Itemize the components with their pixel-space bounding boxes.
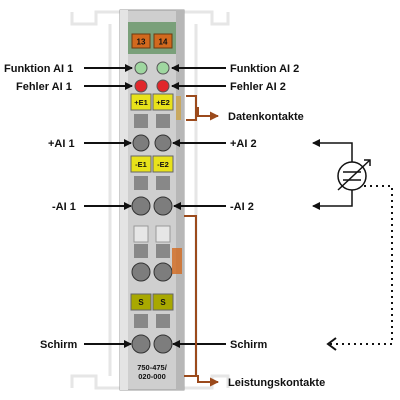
shield-wiring <box>326 185 393 351</box>
right-arrows <box>171 64 226 348</box>
sensor-icon-slash <box>337 159 371 191</box>
label-minus-e1-box <box>130 155 152 173</box>
terminal-module: 13 14 +E1 +E2 -E1 -E2 <box>119 9 185 391</box>
clamp-plus-ai1 <box>132 134 150 152</box>
data-contact-strip <box>176 96 181 120</box>
label-plus-e1: +E1 <box>134 98 148 107</box>
label-plus-e2: +E2 <box>156 98 170 107</box>
terminal-14-box <box>153 33 173 49</box>
label-leistungskontakte: Leistungskontakte <box>228 377 325 389</box>
slot-mid-left <box>134 176 148 190</box>
label-funktion-ai1: Funktion AI 1 <box>4 63 73 75</box>
left-arrows <box>84 64 133 348</box>
label-minus-e2-box <box>152 155 174 173</box>
label-s1: S <box>138 298 144 307</box>
wire-plus-ai2 <box>312 139 353 162</box>
terminal-13-box <box>131 33 151 49</box>
sensor-wiring <box>312 139 371 210</box>
slot-lower-left-2 <box>134 244 148 258</box>
clamp-schirm-right <box>153 334 173 354</box>
label-s2: S <box>160 298 166 307</box>
led-funktion-ai1 <box>134 61 148 75</box>
terminal-13-label: 13 <box>137 38 146 47</box>
label-s1-box <box>130 293 152 311</box>
label-minus-ai1: -AI 1 <box>52 201 76 213</box>
shield-arrowhead <box>326 337 337 351</box>
clamp-lower-left <box>131 262 151 282</box>
module-left-edge <box>120 10 128 390</box>
clamp-schirm-left <box>131 334 151 354</box>
sensor-icon-arrowhead <box>364 159 371 166</box>
label-plus-ai2: +AI 2 <box>230 138 257 150</box>
led-funktion-ai2 <box>156 61 170 75</box>
datenkontakte-bracket <box>186 95 219 121</box>
slot-mid-right <box>156 176 170 190</box>
led-fehler-ai1 <box>134 79 148 93</box>
terminal-14-label: 14 <box>159 38 168 47</box>
slot-lower-right-2 <box>156 244 170 258</box>
label-plus-ai1: +AI 1 <box>48 138 75 150</box>
clamp-lower-right <box>153 262 173 282</box>
slot-bottom-right <box>156 314 170 328</box>
slot-lower-right-1 <box>155 225 171 243</box>
label-s2-box <box>152 293 174 311</box>
label-minus-e2: -E2 <box>157 160 169 169</box>
slot-upper-left <box>134 114 148 128</box>
part-number-line2: 020-000 <box>138 372 166 381</box>
module-right-edge <box>176 10 184 390</box>
power-contact-upper <box>172 248 182 274</box>
clamp-minus-ai2 <box>153 196 173 216</box>
led-fehler-ai2 <box>156 79 170 93</box>
label-minus-ai2: -AI 2 <box>230 201 254 213</box>
part-number-line1: 750-475/ <box>137 363 168 372</box>
clamp-minus-ai1 <box>131 196 151 216</box>
slot-bottom-left <box>134 314 148 328</box>
leistungskontakte-bracket <box>184 215 219 387</box>
label-datenkontakte: Datenkontakte <box>228 111 304 123</box>
wire-minus-ai2 <box>312 190 353 210</box>
side-contacts <box>172 96 182 274</box>
label-minus-e1: -E1 <box>135 160 147 169</box>
clamp-plus-ai2 <box>154 134 172 152</box>
slot-upper-right <box>156 114 170 128</box>
label-plus-e2-box <box>152 93 174 111</box>
label-schirm-right: Schirm <box>230 339 268 351</box>
shield-wire <box>330 185 393 345</box>
label-schirm-left: Schirm <box>40 339 78 351</box>
slot-lower-left-1 <box>133 225 149 243</box>
label-funktion-ai2: Funktion AI 2 <box>230 63 299 75</box>
module-housing <box>119 9 185 391</box>
label-plus-e1-box <box>130 93 152 111</box>
label-fehler-ai2: Fehler AI 2 <box>230 81 286 93</box>
label-fehler-ai1: Fehler AI 1 <box>16 81 72 93</box>
